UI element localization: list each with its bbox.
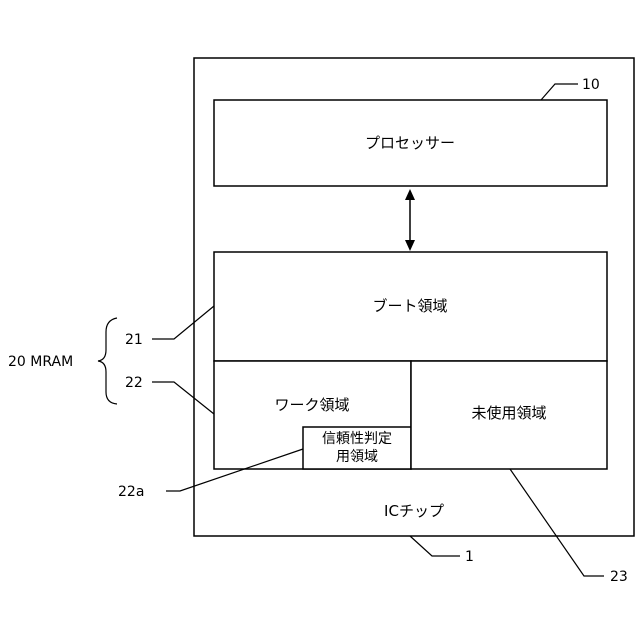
- leader-1: [410, 536, 460, 556]
- ref-1: 1: [465, 549, 474, 565]
- ref-22: 22: [125, 375, 143, 391]
- mram-brace: [98, 318, 117, 404]
- reliability-area-label-line2: 用領域: [336, 448, 378, 465]
- unused-area-label: 未使用領域: [471, 404, 546, 422]
- ref-22a: 22a: [118, 484, 144, 500]
- ref-10: 10: [582, 77, 600, 93]
- ref-21: 21: [125, 332, 143, 348]
- reliability-area-label-line1: 信頼性判定: [322, 431, 392, 447]
- ref-20-mram: 20 MRAM: [8, 354, 73, 370]
- ref-23: 23: [610, 569, 628, 585]
- ic-chip-label: ICチップ: [384, 502, 444, 520]
- boot-area-label: ブート領域: [372, 297, 447, 315]
- work-area-label: ワーク領域: [274, 396, 349, 414]
- processor-label: プロセッサー: [365, 134, 455, 152]
